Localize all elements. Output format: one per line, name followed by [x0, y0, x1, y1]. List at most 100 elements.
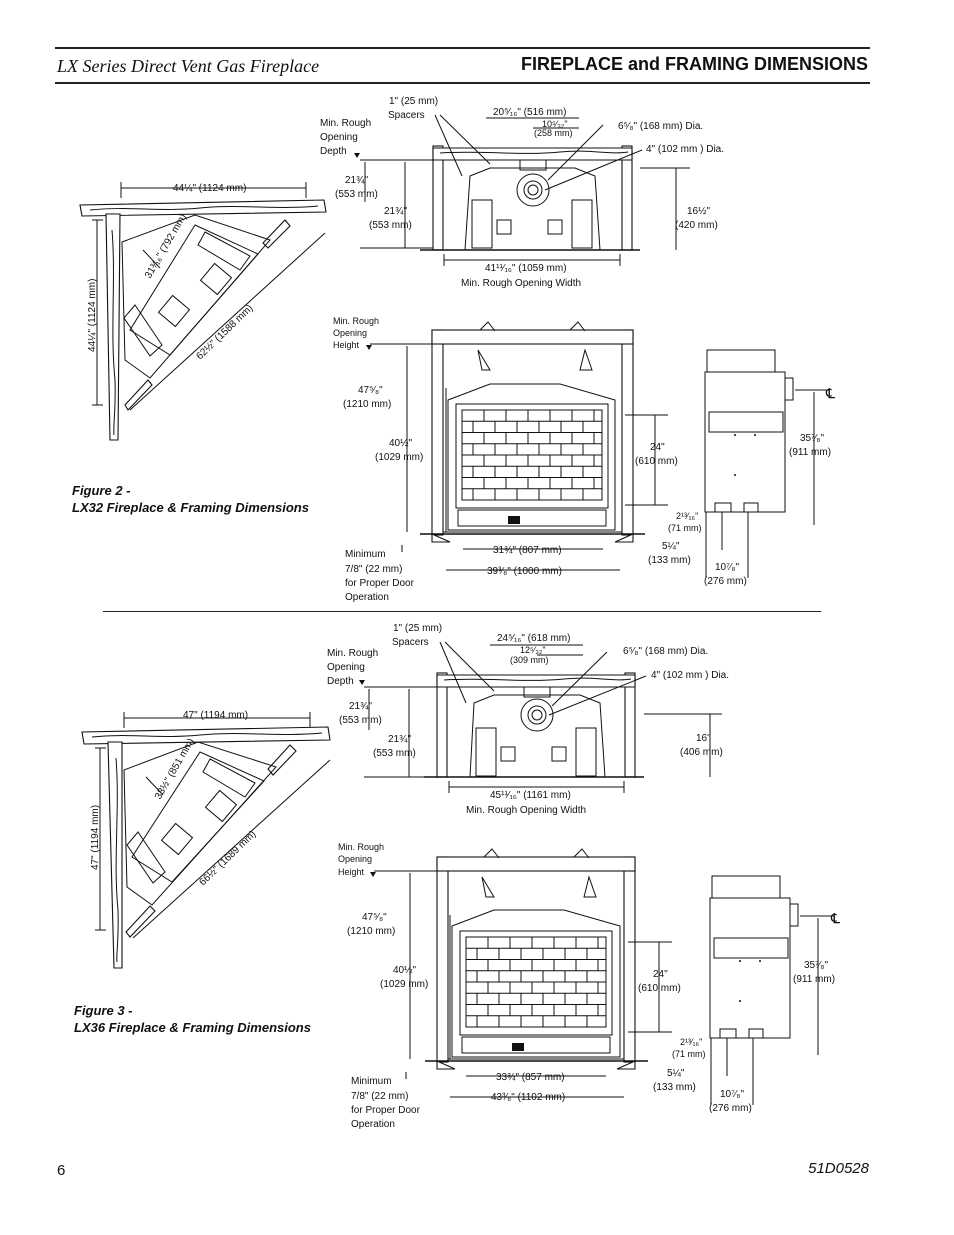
fig2-top-view: 20⁵⁄₁₆" (516 mm) 10⁵⁄₃₂" (258 mm) 6⁵⁄₈" …: [320, 96, 724, 289]
fig2-min-4: Operation: [345, 592, 389, 603]
document-id: 51D0528: [808, 1160, 869, 1177]
fig2-min-1: Minimum: [345, 549, 386, 560]
fig2-mrod-2: Opening: [320, 132, 358, 143]
fig2-mrod-3: Depth: [320, 146, 347, 157]
fig3-mroh-2: Opening: [338, 854, 372, 864]
fig3-side-view: ℄ 35⁷⁄₈" (911 mm) 2¹³⁄₁₆" (71 mm) 5¼" (1…: [653, 875, 840, 1114]
fig2-centerline: ℄: [825, 385, 835, 401]
fig3-min-4: Operation: [351, 1119, 395, 1130]
fig2-right-2: (420 mm): [675, 220, 718, 231]
fig2-brick-pattern: [461, 409, 602, 501]
header-top-rule: [55, 47, 870, 49]
fig2-s1-a: 2¹³⁄₁₆": [676, 511, 698, 521]
fig2-depth-a2: (553 mm): [335, 189, 378, 200]
fig3-inner-dia: 4" (102 mm ) Dia.: [651, 670, 729, 681]
fig3-brick-pattern: [465, 936, 606, 1028]
fig2-outer-dia: 6⁵⁄₈" (168 mm) Dia.: [618, 121, 703, 132]
fig2-w2: 39³⁄₈" (1000 mm): [487, 566, 562, 577]
fig3-center-b: (309 mm): [510, 655, 549, 665]
fig3-mroh-3: Height: [338, 867, 365, 877]
figure-3-caption-title: LX36 Fireplace & Framing Dimensions: [74, 1020, 311, 1035]
fig3-depth-b2: (553 mm): [373, 748, 416, 759]
fig2-s2-a: 5¼": [662, 540, 680, 552]
fig2-s2-b: (133 mm): [648, 555, 691, 566]
fig2-inner-dia: 4" (102 mm ) Dia.: [646, 144, 724, 155]
fig3-width-1: 45¹¹⁄₁₆" (1161 mm): [490, 790, 571, 801]
fig3-corner-diag-face: 66½" (1689 mm): [197, 829, 258, 888]
fig3-min-2: 7/8" (22 mm): [351, 1091, 408, 1102]
fig2-depth-b2: (553 mm): [369, 220, 412, 231]
fig3-h3-b: (610 mm): [638, 983, 681, 994]
fig2-width-1: 41¹¹⁄₁₆" (1059 mm): [485, 263, 567, 274]
fig2-h-a: 35⁷⁄₈": [800, 433, 825, 444]
fig3-centerline: ℄: [830, 910, 840, 926]
fig3-s1-b: (71 mm): [672, 1049, 706, 1059]
header-series-title: LX Series Direct Vent Gas Fireplace: [57, 56, 320, 76]
fig3-corner-side-height: 47" (1194 mm): [90, 805, 101, 870]
fig3-mrod-1: Min. Rough: [327, 648, 378, 659]
fig3-spacers-1: 1" (25 mm): [393, 623, 442, 634]
fig2-depth-a1: 21¾": [345, 175, 368, 186]
fig2-spacers-2: Spacers: [388, 110, 425, 121]
fig3-h-b: (911 mm): [793, 974, 835, 985]
figure-2-caption-title: LX32 Fireplace & Framing Dimensions: [72, 500, 309, 515]
fig2-mroh-2: Opening: [333, 328, 367, 338]
fig2-h2-a: 40½": [389, 438, 412, 449]
fig2-mroh-1: Min. Rough: [333, 316, 379, 326]
fig2-w1: 31¾" (807 mm): [493, 545, 562, 556]
fig2-top-width: 20⁵⁄₁₆" (516 mm): [493, 107, 566, 118]
fig2-h3-a: 24": [650, 442, 665, 453]
fig3-top-width: 24⁵⁄₁₆" (618 mm): [497, 633, 570, 644]
fig3-h2-b: (1029 mm): [380, 979, 428, 990]
figure-3-caption-label: Figure 3 -: [74, 1003, 133, 1018]
fig3-corner-plan: 47" (1194 mm) 47" (1194 mm) 33½" (851 mm…: [81, 710, 331, 969]
fig3-depth-b1: 21¾": [388, 734, 411, 745]
fig2-spacers-1: 1" (25 mm): [389, 96, 438, 107]
fig3-h-a: 35⁷⁄₈": [804, 960, 829, 971]
fig2-h-b: (911 mm): [789, 447, 831, 458]
fig3-h1-b: (1210 mm): [347, 926, 395, 937]
fig3-depth-a1: 21¾": [349, 701, 372, 712]
fig3-right-1: 16": [696, 733, 711, 744]
fig2-s3-a: 10⁷⁄₈": [715, 562, 740, 573]
fig2-mrod-1: Min. Rough: [320, 118, 371, 129]
fig3-right-2: (406 mm): [680, 747, 723, 758]
fig3-min-1: Minimum: [351, 1076, 392, 1087]
fig2-h1-b: (1210 mm): [343, 399, 391, 410]
fig2-side-view: ℄ 35⁷⁄₈" (911 mm) 2¹³⁄₁₆" (71 mm) 5¼" (1…: [648, 349, 835, 587]
fig3-s3-a: 10⁷⁄₈": [720, 1089, 745, 1100]
fig2-h2-b: (1029 mm): [375, 452, 423, 463]
fig2-s1-b: (71 mm): [668, 523, 702, 533]
figure-2-caption-label: Figure 2 -: [72, 483, 131, 498]
fig2-mroh-3: Height: [333, 340, 360, 350]
fig2-corner-top-width: 44¼" (1124 mm): [173, 182, 246, 194]
fig3-center-a: 12⁵⁄₃₂": [520, 645, 546, 655]
fig3-h2-a: 40½": [393, 965, 416, 976]
page-number: 6: [57, 1162, 66, 1179]
fig2-min-2: 7/8" (22 mm): [345, 564, 402, 575]
fig3-h3-a: 24": [653, 969, 668, 980]
figure-2-caption: Figure 2 - LX32 Fireplace & Framing Dime…: [72, 482, 309, 516]
fig2-corner-side-height: 44¼" (1124 mm): [86, 279, 98, 352]
fig3-s3-b: (276 mm): [709, 1103, 752, 1114]
fig3-top-view: 24⁵⁄₁₆" (618 mm) 12⁵⁄₃₂" (309 mm) 6⁵⁄₈" …: [327, 623, 729, 816]
fig3-corner-top-width: 47" (1194 mm): [183, 710, 248, 721]
fig3-s2-a: 5¼": [667, 1067, 685, 1079]
fig2-h3-b: (610 mm): [635, 456, 678, 467]
fig3-mrod-3: Depth: [327, 676, 354, 687]
fig3-outer-dia: 6⁵⁄₈" (168 mm) Dia.: [623, 646, 708, 657]
figure-3-caption: Figure 3 - LX36 Fireplace & Framing Dime…: [74, 1002, 311, 1036]
figure-divider: [103, 611, 821, 612]
fig3-mroh-1: Min. Rough: [338, 842, 384, 852]
fig2-s3-b: (276 mm): [704, 576, 747, 587]
fig3-h1-a: 47⁵⁄₈": [362, 912, 387, 923]
fig2-right-1: 16½": [687, 206, 710, 217]
fig2-width-2: Min. Rough Opening Width: [461, 278, 581, 289]
fig3-s2-b: (133 mm): [653, 1082, 696, 1093]
fig3-front-view: Min. Rough Opening Height 47⁵⁄₈" (1210 m…: [338, 842, 681, 1130]
fig2-center-b: (258 mm): [534, 128, 573, 138]
fig2-h1-a: 47⁵⁄₈": [358, 385, 383, 396]
